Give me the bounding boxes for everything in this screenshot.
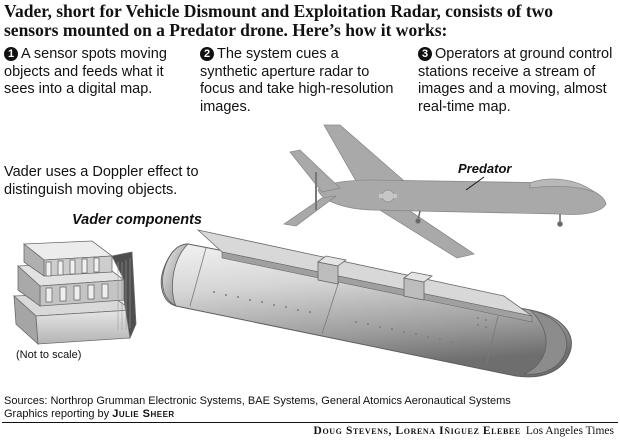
predator-callout-line <box>465 176 485 191</box>
sources-block: Sources: Northrop Grumman Electronic Sys… <box>4 395 511 421</box>
step-3-text: Operators at ground control stations rec… <box>418 46 613 115</box>
graphics-reporter: Julie Sheer <box>112 408 175 420</box>
graphics-credit: Graphics reporting by Julie Sheer <box>4 408 511 421</box>
graphics-prefix: Graphics reporting by <box>4 408 110 420</box>
sensor-module-icon <box>13 240 137 345</box>
step-3-number: 3 <box>418 47 432 61</box>
headline: Vader, short for Vehicle Dismount and Ex… <box>4 1 554 40</box>
step-1-number: 1 <box>4 47 18 61</box>
radar-pod-icon <box>160 229 572 378</box>
credit-paper: Los Angeles Times <box>525 425 614 437</box>
step-2-number: 2 <box>200 47 214 61</box>
scale-note: (Not to scale) <box>16 349 82 361</box>
predator-drone-icon <box>282 124 607 259</box>
step-1-text: A sensor spots moving objects and feeds … <box>4 46 167 97</box>
footer-credits: Doug Stevens, Lorena Iñiguez Elebee Los A… <box>314 425 614 437</box>
footer-rule <box>2 422 618 423</box>
sources-text: Sources: Northrop Grumman Electronic Sys… <box>4 395 511 407</box>
doppler-note: Vader uses a Doppler effect to distingui… <box>4 164 199 198</box>
credit-names: Doug Stevens, Lorena Iñiguez Elebee <box>313 425 521 437</box>
rivets <box>213 291 487 348</box>
components-label: Vader components <box>72 212 202 228</box>
predator-label: Predator <box>458 161 512 176</box>
step-2-text: The system cues a synthetic aperture rad… <box>200 46 394 115</box>
